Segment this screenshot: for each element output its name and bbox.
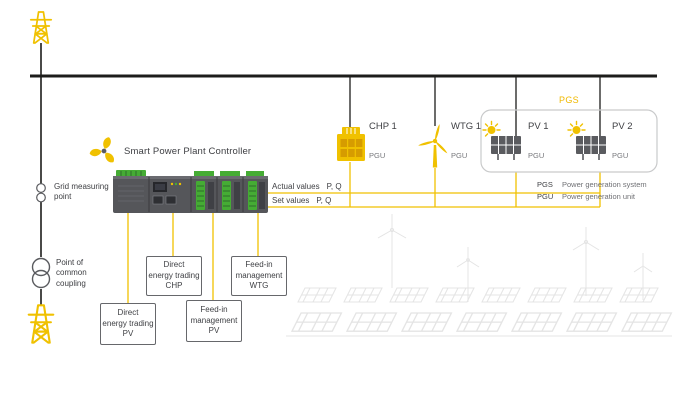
actual-values-text: Actual values [272, 182, 320, 191]
grid-tower-bottom-icon [27, 304, 55, 344]
signal-lines [127, 162, 601, 303]
unit-label-wtg1: WTG 1 [451, 121, 482, 132]
legend-row-pgu: PGU Power generation unit [537, 192, 647, 201]
unit-label-chp1: CHP 1 [369, 121, 397, 132]
sketch-wind-turbine [377, 214, 407, 288]
sketch-wind-turbine [456, 247, 480, 302]
sketch-wind-turbine [633, 253, 653, 300]
grid-measuring-point-icon [36, 183, 46, 203]
unit-label-pv1: PV 1 [528, 121, 549, 132]
legend-desc-pgu: Power generation unit [562, 192, 635, 201]
plc-controller-device [113, 170, 268, 213]
sketch-wind-turbine [572, 227, 600, 296]
controller-fan-icon [89, 137, 114, 163]
function-box-direct-energy-trading-chp: Direct energy trading CHP [146, 256, 202, 296]
grid-measuring-point-label: Grid measuring point [54, 182, 109, 202]
set-values-text: Set values [272, 196, 310, 205]
wind-turbine-icon [418, 124, 448, 168]
actual-values-label: Actual values P, Q [272, 182, 342, 191]
function-box-feed-in-management-pv: Feed-in management PV [186, 300, 242, 342]
unit-tag-pv2: PGU [612, 151, 629, 160]
pgs-box-label: PGS [559, 95, 579, 105]
legend: PGS Power generation system PGU Power ge… [537, 180, 647, 204]
legend-term-pgs: PGS [537, 180, 553, 189]
pv-icon [482, 120, 521, 160]
grid-tower-top-icon [29, 11, 53, 44]
controller-title: Smart Power Plant Controller [124, 146, 252, 157]
unit-tag-chp1: PGU [369, 151, 386, 160]
legend-desc-pgs: Power generation system [562, 180, 647, 189]
chp-icon [337, 127, 365, 161]
transformer-icon [31, 257, 51, 289]
point-of-common-coupling-label: Point of common coupling [56, 258, 87, 288]
function-box-direct-energy-trading-pv: Direct energy trading PV [100, 303, 156, 345]
legend-row-pgs: PGS Power generation system [537, 180, 647, 189]
pgs-box [480, 109, 658, 173]
unit-tag-wtg1: PGU [451, 151, 468, 160]
background-sketch-solar-farm [286, 214, 673, 337]
unit-tag-pv1: PGU [528, 151, 545, 160]
function-box-feed-in-management-wtg: Feed-in management WTG [231, 256, 287, 296]
set-values-label: Set values P, Q [272, 196, 331, 205]
legend-term-pgu: PGU [537, 192, 554, 201]
unit-label-pv2: PV 2 [612, 121, 633, 132]
actual-values-pq: P, Q [326, 182, 342, 191]
set-values-pq: P, Q [316, 196, 332, 205]
